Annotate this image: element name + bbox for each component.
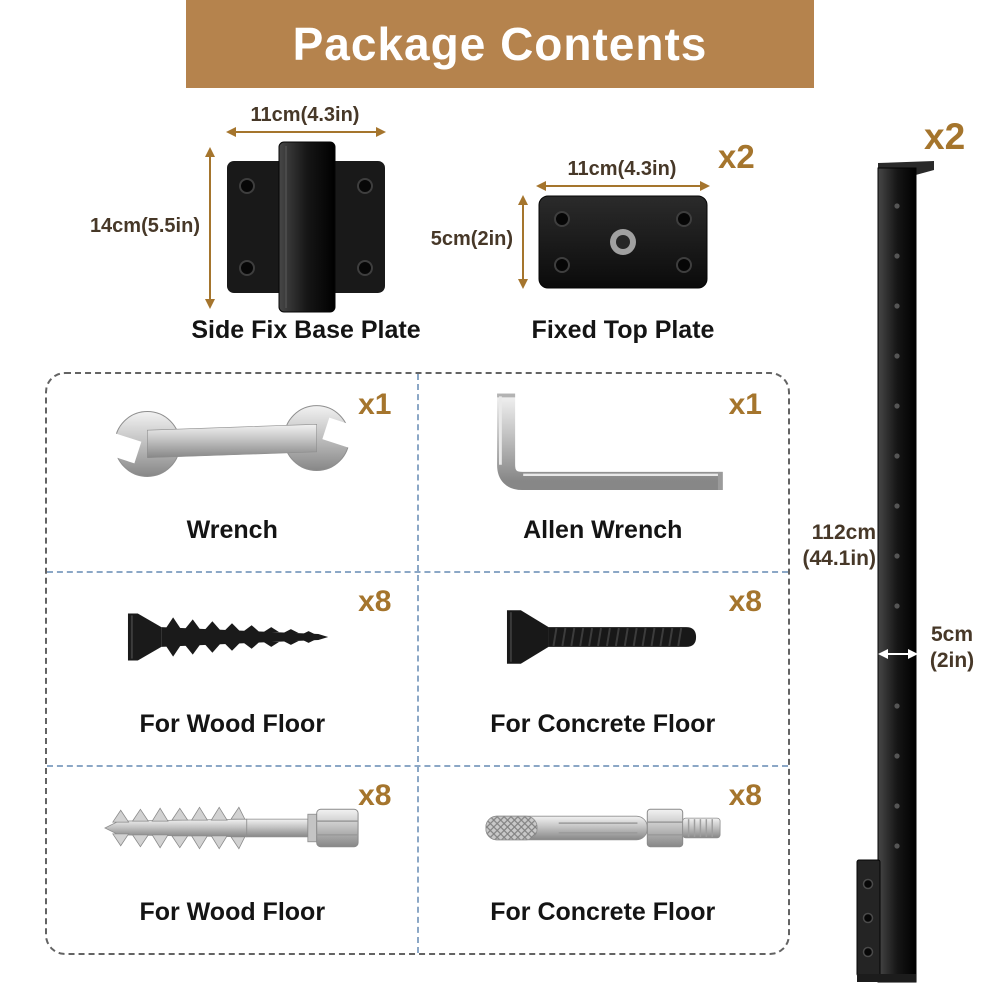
item-caption: For Concrete Floor bbox=[490, 898, 716, 926]
quantity-badge: x8 bbox=[728, 585, 762, 618]
grid-cell-anchor-bolt: x8 For Concre bbox=[418, 765, 789, 953]
header-banner: Package Contents bbox=[186, 0, 814, 88]
page-title: Package Contents bbox=[292, 18, 708, 70]
side-fix-base-plate-graphic bbox=[226, 141, 386, 318]
concrete-bolt-graphic bbox=[418, 571, 789, 703]
item-caption: Allen Wrench bbox=[523, 516, 683, 544]
hardware-grid: x1 Wrench x1 bbox=[45, 372, 790, 955]
post-height-in: (44.1in) bbox=[802, 547, 876, 571]
top-plate-height-arrow bbox=[518, 195, 528, 289]
allen-wrench-icon bbox=[496, 393, 723, 490]
item-caption: For Wood Floor bbox=[139, 898, 326, 926]
base-plate-width-arrow bbox=[226, 127, 386, 137]
quantity-badge: x1 bbox=[358, 388, 392, 421]
base-plate-icon bbox=[227, 141, 385, 313]
post-width-cm: 5cm bbox=[930, 623, 974, 646]
wood-screw-graphic bbox=[47, 571, 418, 703]
post-height-cm: 112cm bbox=[811, 521, 876, 544]
post-quantity: x2 bbox=[924, 116, 966, 157]
quantity-badge: x8 bbox=[728, 779, 762, 812]
base-plate-height-label: 14cm(5.5in) bbox=[89, 215, 200, 237]
quantity-badge: x1 bbox=[728, 388, 762, 421]
post-width-in: (2in) bbox=[929, 649, 975, 673]
grid-cell-wrench: x1 Wrench bbox=[47, 374, 418, 571]
grid-cell-lag-screw: x8 bbox=[47, 765, 418, 953]
post-width-label: 5cm (2in) bbox=[920, 622, 984, 675]
top-plate-quantity: x2 bbox=[718, 138, 755, 175]
item-caption: For Concrete Floor bbox=[490, 710, 716, 738]
black-wood-screw-icon bbox=[128, 613, 329, 661]
black-concrete-bolt-icon bbox=[506, 610, 696, 664]
post-graphic bbox=[850, 160, 935, 995]
fixed-top-plate-graphic bbox=[538, 195, 708, 294]
item-caption: Wrench bbox=[186, 516, 278, 544]
silver-anchor-bolt-icon bbox=[485, 808, 721, 848]
quantity-badge: x8 bbox=[358, 585, 392, 618]
quantity-badge: x8 bbox=[358, 779, 392, 812]
lag-screw-graphic bbox=[47, 765, 418, 891]
grid-divider-horizontal-2 bbox=[47, 765, 788, 767]
top-plate-icon bbox=[538, 195, 708, 289]
grid-cell-concrete-bolt: x8 bbox=[418, 571, 789, 765]
anchor-bolt-graphic bbox=[418, 765, 789, 891]
silver-lag-screw-icon bbox=[104, 806, 359, 850]
wrench-graphic bbox=[47, 374, 418, 509]
wrench-icon bbox=[106, 404, 359, 477]
base-plate-height-arrow bbox=[205, 147, 215, 309]
allen-wrench-graphic bbox=[418, 374, 789, 509]
grid-cell-wood-screw: x8 bbox=[47, 571, 418, 765]
top-plate-caption: Fixed Top Plate bbox=[531, 316, 715, 344]
grid-divider-horizontal-1 bbox=[47, 571, 788, 573]
grid-cell-allen-wrench: x1 Allen Wrench bbox=[418, 374, 789, 571]
grid-divider-vertical bbox=[416, 374, 419, 953]
base-plate-caption: Side Fix Base Plate bbox=[191, 316, 421, 344]
top-plate-height-label: 5cm(2in) bbox=[430, 228, 513, 250]
post-width-arrow bbox=[878, 649, 918, 659]
top-plate-width-label: 11cm(4.3in) bbox=[567, 158, 677, 180]
top-plate-width-arrow bbox=[536, 181, 710, 191]
post-icon bbox=[856, 161, 934, 983]
item-caption: For Wood Floor bbox=[139, 710, 326, 738]
base-plate-width-label: 11cm(4.3in) bbox=[250, 104, 360, 126]
post-height-label: 112cm (44.1in) bbox=[792, 520, 876, 573]
